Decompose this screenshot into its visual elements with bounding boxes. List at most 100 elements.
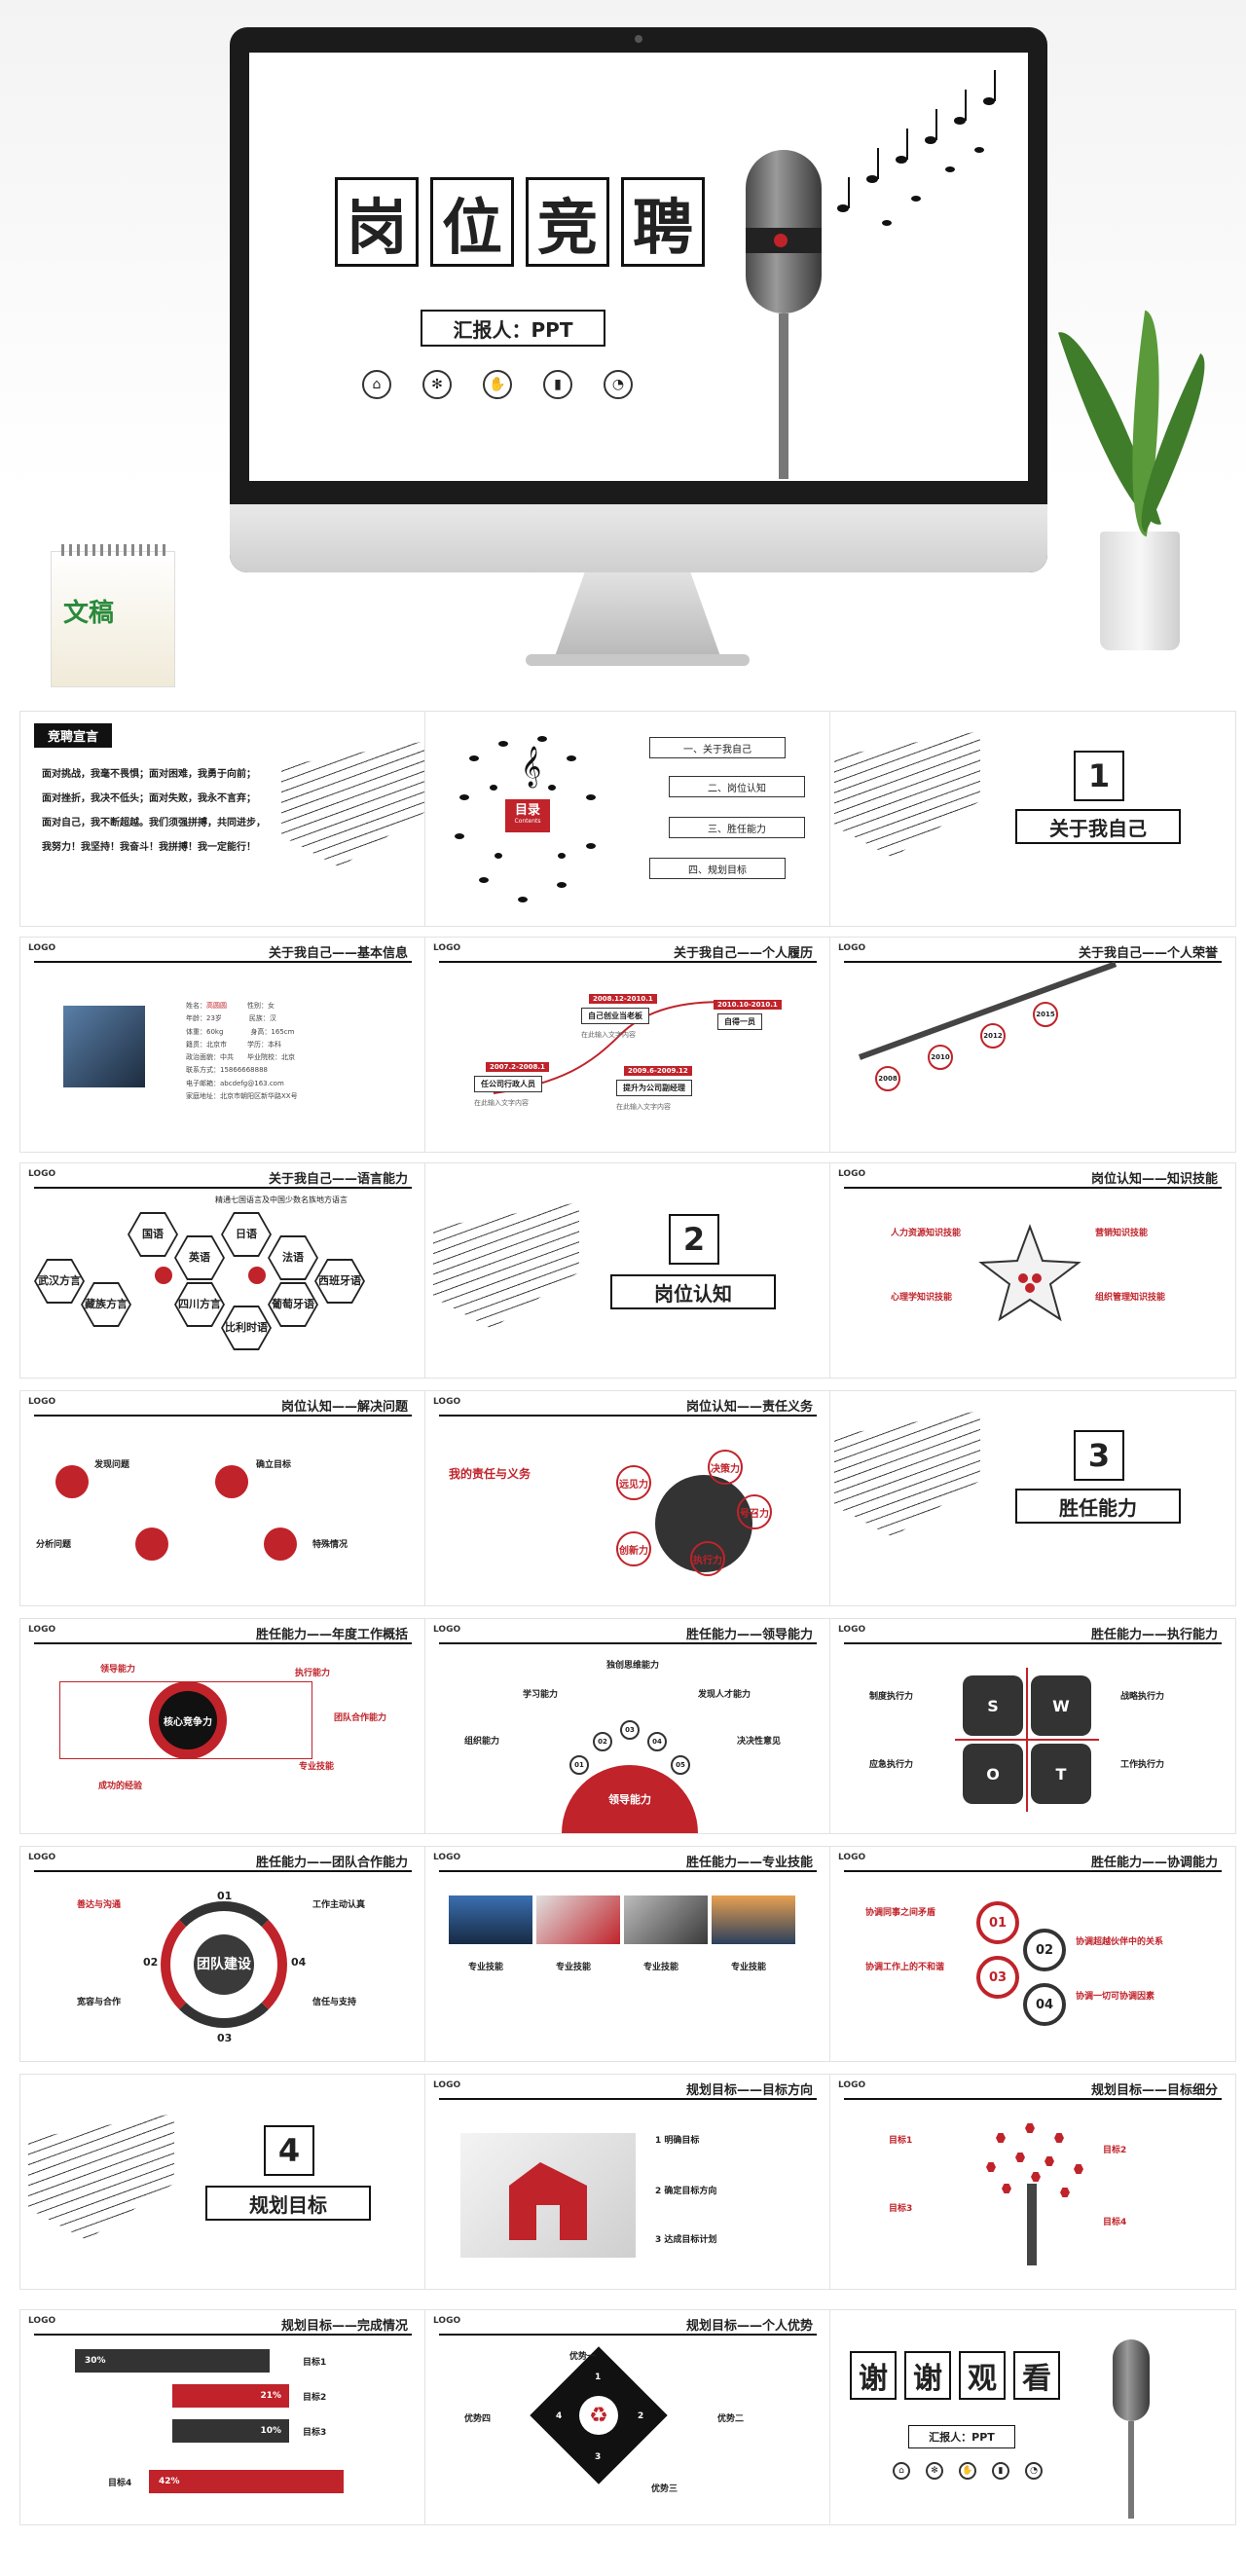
- leadership-item: 学习能力: [523, 1690, 559, 1700]
- hand-icon: ✋: [959, 2462, 976, 2480]
- home-icon: ⌂: [893, 2462, 910, 2480]
- honor-year: 2012: [980, 1023, 1006, 1049]
- execution-item: 战略执行力: [1120, 1692, 1165, 1702]
- slide-thanks[interactable]: 谢 谢 观 看 汇报人：PPT ⌂ ✻ ✋ ▮ ◔: [829, 2309, 1236, 2525]
- advantage-item: 优势四: [464, 2414, 492, 2424]
- declaration-line: 我努力！我坚持！我奋斗！我拼搏！我一定能行！: [42, 842, 256, 853]
- reporter-label: 汇报人：PPT: [421, 310, 605, 347]
- music-staff-decoration: [834, 731, 980, 858]
- slide-advantage[interactable]: LOGO 规划目标——个人优势 ♻ 优势一 优势二 优势三 优势四 1 2 3 …: [424, 2309, 831, 2525]
- slide-logo: LOGO: [433, 2080, 461, 2090]
- music-staff-decoration: [834, 1411, 980, 1537]
- slide-knowledge[interactable]: LOGO 岗位认知——知识技能 人力资源知识技能 营销知识技能 心理学知识技能 …: [829, 1162, 1236, 1379]
- section-number: 2: [669, 1214, 719, 1265]
- slide-logo: LOGO: [28, 1853, 56, 1862]
- slide-logo: LOGO: [838, 2080, 866, 2090]
- slide-resume[interactable]: LOGO 关于我自己——个人履历 2007.2-2008.1 任公司行政人员 2…: [424, 937, 831, 1153]
- knowledge-item: 心理学知识技能: [891, 1293, 953, 1303]
- resume-event: 自得一员: [717, 1013, 762, 1030]
- slide-teamwork[interactable]: LOGO 胜任能力——团队合作能力 团队建设 善达与沟通 工作主动认真 宽容与合…: [19, 1846, 426, 2062]
- language-hex: 比利时语: [221, 1306, 272, 1350]
- slide-title: 关于我自己——语言能力: [34, 1167, 412, 1189]
- slide-logo: LOGO: [28, 943, 56, 953]
- music-staff-decoration: [281, 741, 425, 867]
- slide-title: 规划目标——目标方向: [439, 2079, 817, 2100]
- map-pin-icon: [155, 1267, 172, 1284]
- teamwork-center: 团队建设: [194, 1934, 254, 1995]
- teamwork-item: 信任与支持: [312, 1998, 357, 2007]
- slide-section-3[interactable]: 3 胜任能力: [829, 1390, 1236, 1606]
- toc-item[interactable]: 四、规划目标: [649, 858, 786, 879]
- skill-image: [712, 1895, 795, 1944]
- section-number: 3: [1074, 1430, 1124, 1481]
- svg-text:𝄞: 𝄞: [521, 746, 541, 788]
- slide-section-1[interactable]: 1 关于我自己: [829, 711, 1236, 927]
- slide-honors[interactable]: LOGO 关于我自己——个人荣誉 2008 2010 2012 2015: [829, 937, 1236, 1153]
- slide-title: 岗位认知——责任义务: [439, 1395, 817, 1417]
- leadership-center: 领导能力: [562, 1765, 698, 1833]
- slide-logo: LOGO: [838, 943, 866, 953]
- slide-execution[interactable]: LOGO 胜任能力——执行能力 S W O T 制度执行力 战略执行力 应急执行…: [829, 1618, 1236, 1834]
- knowledge-item: 营销知识技能: [1095, 1229, 1149, 1238]
- calendar-logo: 文稿: [63, 599, 115, 628]
- slide-logo: LOGO: [838, 1853, 866, 1862]
- slide-annual-overview[interactable]: LOGO 胜任能力——年度工作概括 核心竞争力 领导能力 执行能力 团队合作能力…: [19, 1618, 426, 1834]
- recycle-icon: ♻: [579, 2396, 618, 2435]
- title-char: 竞: [526, 177, 609, 267]
- slide-completion[interactable]: LOGO 规划目标——完成情况 30% 21% 10% 42% 目标1 目标2 …: [19, 2309, 426, 2525]
- slide-declaration[interactable]: 竞聘宣言 面对挑战，我毫不畏惧；面对困难，我勇于向前； 面对挫折，我决不低头；面…: [19, 711, 426, 927]
- slide-title: 关于我自己——个人履历: [439, 941, 817, 963]
- leadership-item: 独创思维能力: [606, 1661, 660, 1671]
- resume-event: 任公司行政人员: [474, 1076, 542, 1092]
- section-number: 4: [264, 2125, 314, 2176]
- slide-basic-info[interactable]: LOGO 关于我自己——基本信息 姓名：高圆圆 性别：女 年龄：23岁 民族：汉…: [19, 937, 426, 1153]
- declaration-line: 面对自己，我不断超越。我们须强拼搏，共同进步，: [42, 818, 266, 828]
- toc-badge: 目录 Contents: [505, 799, 550, 832]
- knowledge-item: 组织管理知识技能: [1095, 1293, 1166, 1303]
- slide-toc[interactable]: 𝄞 目录 Contents 一、关于我自己 二、岗位认知 三、胜任能力 四、规划…: [424, 711, 831, 927]
- palm-icon: [215, 1465, 248, 1498]
- slide-duty[interactable]: LOGO 岗位认知——责任义务 我的责任与义务 远见力 决策力 创新力 执行力 …: [424, 1390, 831, 1606]
- slide-problem[interactable]: LOGO 岗位认知——解决问题 发现问题 确立目标 分析问题 特殊情况: [19, 1390, 426, 1606]
- slide-logo: LOGO: [838, 1169, 866, 1179]
- skill-label: 专业技能: [643, 1963, 679, 1972]
- resume-curve: [493, 1001, 767, 1094]
- toc-item[interactable]: 一、关于我自己: [649, 737, 786, 758]
- slide-language[interactable]: LOGO 关于我自己——语言能力 精通七国语言及中国少数名族地方语言 国语 日语…: [19, 1162, 426, 1379]
- slide-leadership[interactable]: LOGO 胜任能力——领导能力 领导能力 学习能力 独创思维能力 发现人才能力 …: [424, 1618, 831, 1834]
- duty-ring: 创新力: [616, 1531, 651, 1566]
- slide-logo: LOGO: [433, 1397, 461, 1407]
- declaration-line: 面对挫折，我决不低头；面对失败，我永不言弃；: [42, 793, 256, 804]
- calendar-decoration: 文稿: [51, 544, 175, 687]
- slide-title: 胜任能力——年度工作概括: [34, 1623, 412, 1644]
- cover-slide[interactable]: 岗 位 竞 聘 汇报人：PPT ⌂ ✻ ✋ ▮ ◔: [249, 53, 1028, 481]
- toc-item[interactable]: 二、岗位认知: [669, 776, 805, 797]
- direction-item: 3 达成目标计划: [655, 2235, 717, 2245]
- completion-bar: 10%: [172, 2419, 289, 2443]
- leadership-item: 决决性意见: [737, 1737, 782, 1747]
- annual-center: 核心竞争力: [149, 1681, 227, 1759]
- tree-trunk: [1027, 2184, 1037, 2265]
- toc-item[interactable]: 三、胜任能力: [669, 817, 805, 838]
- gear-icon: 02: [1023, 1929, 1066, 1971]
- slide-direction[interactable]: LOGO 规划目标——目标方向 1 明确目标 2 确定目标方向 3 达成目标计划: [424, 2074, 831, 2290]
- teamwork-item: 工作主动认真: [312, 1900, 366, 1910]
- completion-bar: 30%: [75, 2349, 270, 2373]
- slide-title: 岗位认知——知识技能: [844, 1167, 1222, 1189]
- slide-professional[interactable]: LOGO 胜任能力——专业技能 专业技能 专业技能 专业技能 专业技能: [424, 1846, 831, 2062]
- slide-breakdown[interactable]: LOGO 规划目标——目标细分 目标1 目标2 目标3 目标4: [829, 2074, 1236, 2290]
- breakdown-item: 目标1: [889, 2136, 913, 2146]
- honor-year: 2008: [875, 1066, 900, 1091]
- declaration-header: 竞聘宣言: [34, 723, 113, 748]
- swot-s: S: [963, 1675, 1023, 1736]
- microphone-image: [1113, 2339, 1150, 2421]
- thanks-icon-row: ⌂ ✻ ✋ ▮ ◔: [893, 2462, 1043, 2480]
- slide-section-4[interactable]: 4 规划目标: [19, 2074, 426, 2290]
- slide-section-2[interactable]: 2 岗位认知: [424, 1162, 831, 1379]
- language-hex: 西班牙语: [314, 1259, 365, 1304]
- duty-ring: 执行力: [690, 1541, 725, 1576]
- gear-icon: 01: [976, 1901, 1019, 1944]
- breakdown-item: 目标3: [889, 2204, 913, 2214]
- duty-ring: 号召力: [737, 1494, 772, 1529]
- slide-coordination[interactable]: LOGO 胜任能力——协调能力 01 02 03 04 协调同事之间矛盾 协调超…: [829, 1846, 1236, 2062]
